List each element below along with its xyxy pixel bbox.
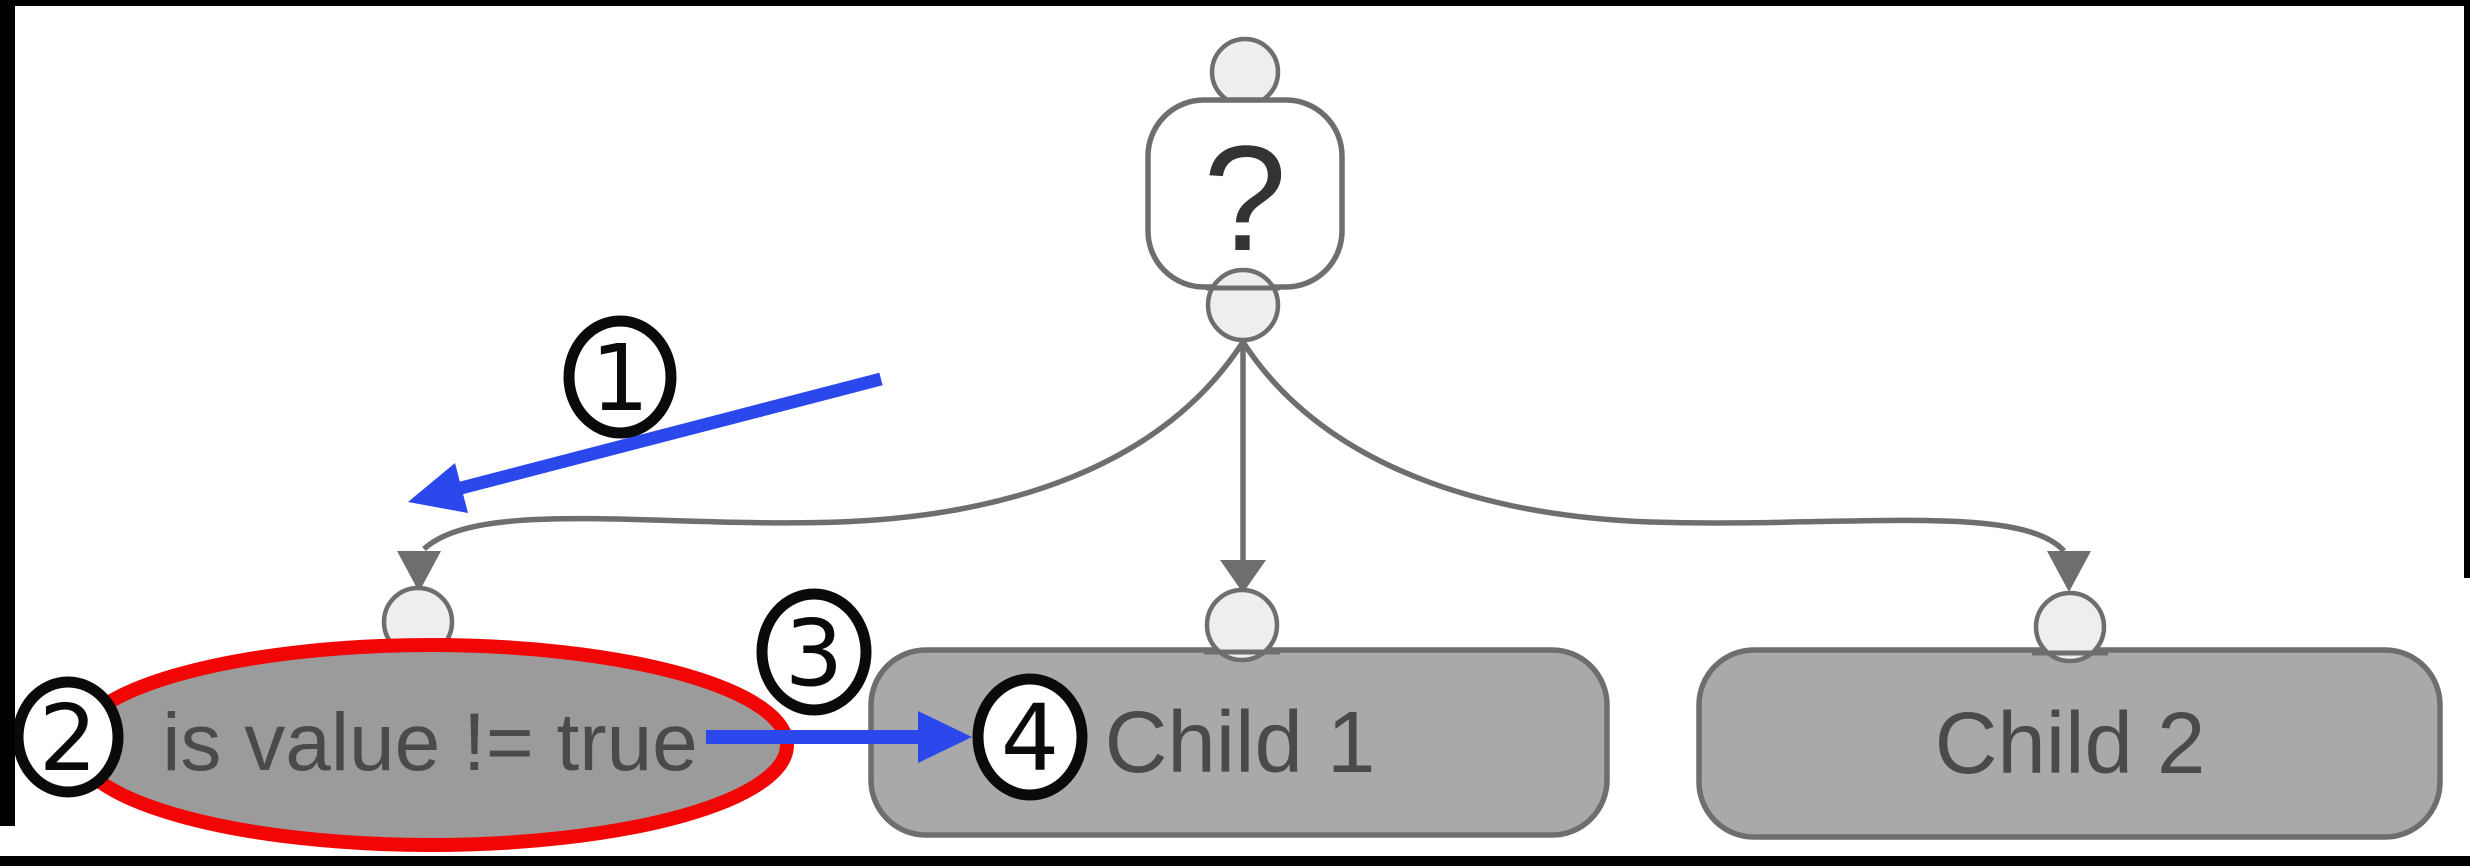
edge-root-to-child1 [1220,340,1266,593]
child2-node[interactable]: Child 2 [1696,590,2443,840]
step-4-circle [972,673,1088,801]
edge-arrowhead-right-icon [2047,551,2091,592]
child1-node-label: Child 1 [1105,694,1376,791]
step-3-number: 3 [785,600,844,707]
frame-top-border [0,0,2470,6]
frame-left-border [0,0,15,826]
child1-top-port[interactable] [1204,587,1280,663]
frame-right-border [2464,0,2470,578]
blue-arrow-1-head-icon [408,463,468,513]
step-marker-3: 3 [756,588,872,716]
root-node-label: ? [1203,114,1286,282]
step-marker-2: 2 [12,676,124,798]
step-1-circle [563,315,677,439]
annotation-arrow-3 [706,711,972,763]
root-bottom-port[interactable] [1205,267,1281,343]
condition-node-label: is value != true [162,697,698,788]
root-node[interactable]: ? [1145,36,1345,343]
edge-arrowhead-middle-icon [1220,560,1266,593]
step-2-number: 2 [39,685,98,792]
edge-curve-left [422,340,1246,552]
step-marker-4: 4 [972,673,1088,801]
child2-top-port[interactable] [2033,590,2107,664]
step-3-circle [756,588,872,716]
edge-root-to-condition [397,340,1246,592]
step-1-number: 1 [591,325,650,432]
step-2-circle [12,676,124,798]
step-marker-1: 1 [563,315,677,439]
edge-arrowhead-left-icon [397,551,441,592]
edge-curve-right [1240,340,2067,553]
blue-arrow-3-head-icon [918,711,972,763]
child2-node-label: Child 2 [1935,695,2206,792]
blue-arrow-1-shaft [459,372,883,495]
root-top-port[interactable] [1209,36,1281,108]
step-4-number: 4 [1001,685,1060,792]
condition-node[interactable]: is value != true [68,585,794,852]
annotation-arrow-1 [408,372,883,513]
frame-bottom-border [0,856,2470,866]
edge-root-to-child2 [1240,340,2091,592]
